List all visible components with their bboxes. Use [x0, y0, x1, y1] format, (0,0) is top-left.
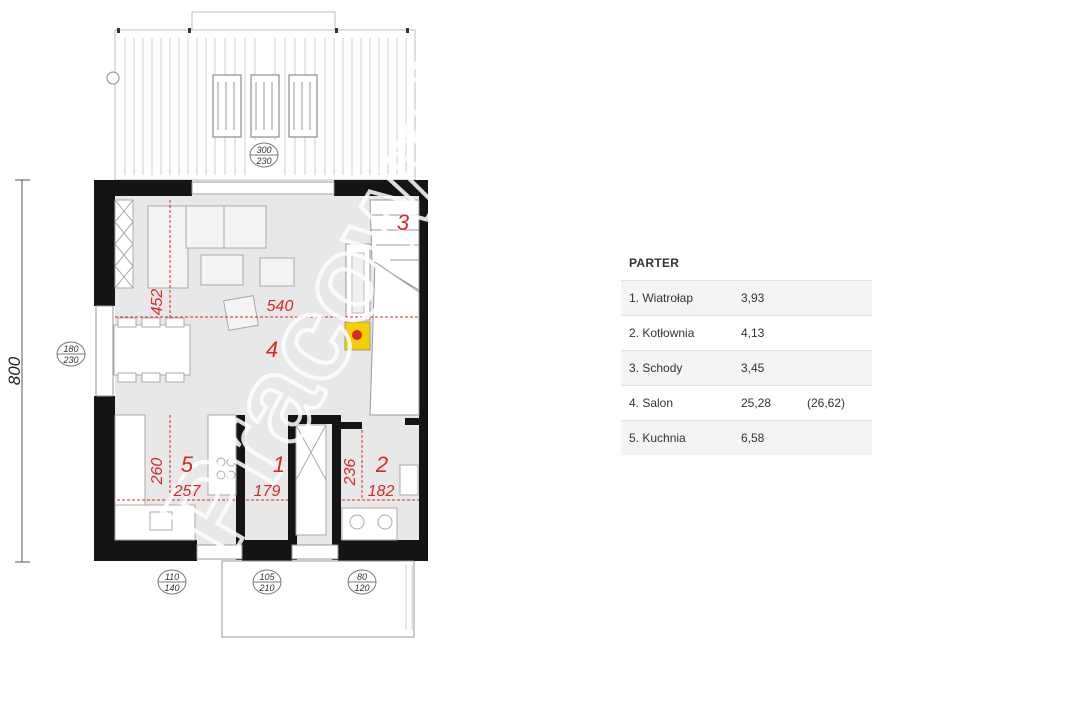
dining-table	[113, 317, 191, 383]
window-2-width: 180	[63, 344, 78, 354]
room-area: 6,58	[733, 420, 799, 455]
fireplace	[344, 243, 371, 351]
table-row: 4. Salon 25,28 (26,62)	[621, 385, 872, 421]
room-area-extra	[799, 315, 872, 351]
window-marker: 180 230	[56, 341, 86, 367]
sofa	[147, 205, 295, 331]
room-4-width: 540	[267, 298, 294, 315]
window-marker: 300 230	[249, 142, 279, 168]
room-2-width: 182	[368, 483, 395, 500]
table-title: PARTER	[629, 256, 680, 270]
window-1-height: 230	[255, 156, 271, 166]
window-3-height: 140	[164, 583, 179, 593]
window-marker: 80 120	[347, 569, 377, 595]
room-3-number: 3	[397, 210, 410, 235]
loungers	[212, 74, 318, 138]
floor-plan: Pracownia 800 1 179 2 236 182 3 4 452 54…	[5, 11, 428, 638]
room-5-width: 257	[173, 483, 202, 500]
room-2-depth: 236	[342, 459, 359, 487]
total-dimension-label: 800	[5, 356, 24, 385]
room-area: 25,28	[733, 385, 799, 421]
bathroom	[295, 424, 419, 541]
window-marker: 105 210	[252, 569, 282, 595]
kitchen	[114, 414, 237, 541]
room-name: 3. Schody	[621, 350, 733, 386]
room-area-extra	[799, 420, 872, 455]
stairs	[369, 199, 420, 416]
table-row: 5. Kuchnia 6,58	[621, 420, 872, 455]
room-area: 3,93	[733, 280, 799, 316]
cabinet	[114, 199, 134, 289]
window-marker: 110 140	[157, 569, 187, 595]
table-row: 3. Schody 3,45	[621, 350, 872, 386]
window-1-width: 300	[256, 145, 271, 155]
room-5-depth: 260	[149, 458, 166, 486]
room-2-number: 2	[375, 452, 388, 477]
window-3-width: 110	[165, 572, 179, 582]
room-name: 2. Kotłownia	[621, 315, 733, 351]
room-area-extra	[799, 350, 872, 386]
room-5-number: 5	[181, 452, 194, 477]
room-area-extra	[799, 280, 872, 316]
window-2-height: 230	[62, 355, 78, 365]
table-row: 1. Wiatrołap 3,93	[621, 280, 872, 316]
room-area-table: PARTER 1. Wiatrołap 3,93 2. Kotłownia 4,…	[621, 250, 872, 455]
walls	[94, 180, 428, 561]
room-1-width: 179	[254, 483, 281, 500]
window-5-height: 120	[354, 583, 369, 593]
window-4-width: 105	[259, 572, 275, 582]
table-row: 2. Kotłownia 4,13	[621, 315, 872, 351]
window-4-height: 210	[258, 583, 274, 593]
window-5-width: 80	[357, 572, 367, 582]
room-name: 4. Salon	[621, 385, 733, 421]
room-1-number: 1	[273, 452, 285, 477]
room-name: 5. Kuchnia	[621, 420, 733, 455]
room-4-number: 4	[266, 337, 278, 362]
room-area: 4,13	[733, 315, 799, 351]
room-4-depth: 452	[149, 289, 166, 316]
room-area-extra: (26,62)	[799, 385, 872, 421]
room-area: 3,45	[733, 350, 799, 386]
room-name: 1. Wiatrołap	[621, 280, 733, 316]
